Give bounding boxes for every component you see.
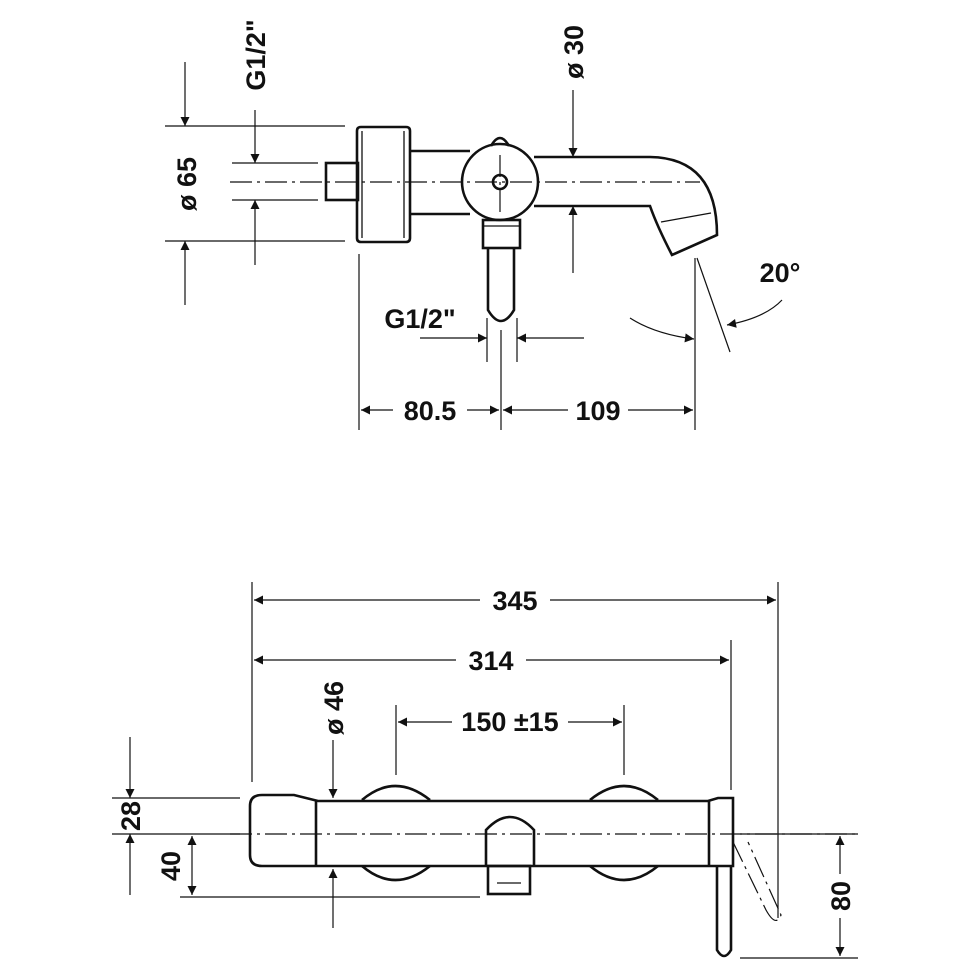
outlet-thread-label: G1/2": [384, 304, 455, 334]
rosette-diameter-label: ø 46: [319, 681, 349, 735]
dim-80-5: 80.5: [404, 396, 457, 426]
spout-front: [484, 815, 536, 866]
body-diameter-label: ø 65: [172, 157, 202, 211]
mixer-body: [248, 793, 735, 868]
outlet-pipe: [486, 248, 516, 323]
body-neck: [410, 149, 470, 216]
dim-109: 109: [575, 396, 620, 426]
dim-centre-distance: 150 ±15: [461, 707, 558, 737]
spout-diameter-label: ø 30: [559, 25, 589, 79]
body-cylinder: [355, 125, 412, 244]
angle-label: 20°: [760, 258, 801, 288]
spout-nozzle: [486, 864, 532, 896]
dim-28: 28: [116, 801, 146, 831]
rosette-left: [361, 784, 431, 802]
dim-345: 345: [492, 586, 537, 616]
outlet-fitting: [481, 218, 522, 250]
dim-80: 80: [826, 881, 856, 911]
dim-40: 40: [156, 851, 186, 881]
rosette-right: [589, 784, 659, 802]
front-view: 345 314 150 ±15 ø 46 28 40 80: [112, 580, 858, 959]
inlet-thread-label: G1/2": [241, 19, 271, 90]
dim-314: 314: [468, 646, 513, 676]
spout: [534, 155, 719, 257]
lever-handle: [715, 866, 733, 958]
top-view: ø 65 G1/2" ø 30 G1/2" 20° 80.5 109: [165, 19, 800, 430]
